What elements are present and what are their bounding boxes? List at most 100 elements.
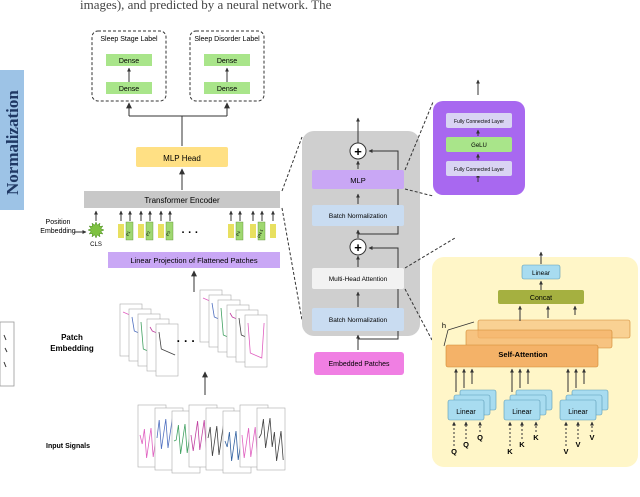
patch-token-4	[235, 221, 244, 241]
patch-token-label-5: PN-1	[256, 228, 264, 239]
transformer-encoder-box	[84, 191, 280, 208]
header-fragment: images), and predicted by a neural netwo…	[80, 0, 332, 12]
position-token-4	[228, 224, 234, 238]
encoder-batchnorm-top-box	[312, 205, 404, 226]
residual-add-bottom-symbol: +	[354, 240, 362, 255]
patch-token-label-4: P4	[235, 230, 242, 237]
linear-projection-box	[108, 252, 280, 268]
heads-h-label: h	[442, 321, 446, 330]
input-v-label-3: V	[589, 433, 594, 442]
head-fork-arrows	[126, 102, 230, 146]
input-q-label-1: Q	[451, 447, 457, 456]
position-token-last	[270, 224, 276, 238]
linear-output-box	[521, 264, 561, 280]
linear-q-label: Linear	[456, 409, 476, 416]
input-k-label-2: K	[519, 440, 525, 449]
position-token-1	[118, 224, 124, 238]
cls-label: CLS	[90, 242, 102, 248]
encoder-mha-label: Multi-Head Attention	[329, 276, 388, 283]
zoom-connector-top	[281, 136, 303, 192]
patch-embedding-cards	[119, 289, 268, 377]
residual-add-bottom	[349, 238, 367, 256]
sidebar-normalization-bar	[0, 70, 24, 210]
patch-token-5	[257, 221, 266, 241]
signal-card-7	[256, 407, 286, 471]
fc-bottom-box	[446, 161, 512, 176]
input-q-label-2: Q	[463, 440, 469, 449]
sleep-disorder-dense-bottom-label: Dense	[217, 86, 237, 93]
linear-k-label: Linear	[512, 409, 532, 416]
signal-card-trace-7	[258, 417, 284, 462]
gelu-box	[446, 137, 512, 152]
self-attention-label: Self-Attention	[498, 350, 548, 359]
encoder-batchnorm-bottom-box	[312, 308, 404, 331]
sleep-disorder-head-box	[189, 30, 265, 102]
input-signals-label: Input Signals	[46, 443, 90, 450]
residual-add-top	[349, 142, 367, 160]
position-token-5	[250, 224, 256, 238]
mlp-head-box	[136, 147, 228, 167]
sidebar-normalization-label: Normalization	[3, 90, 22, 195]
embedded-patches-box	[314, 352, 404, 375]
patch-token-1	[125, 221, 134, 241]
sleep-disorder-label: Sleep Disorder Label	[194, 36, 260, 43]
input-q-label-3: Q	[477, 433, 483, 442]
mlp-head-label: MLP Head	[163, 154, 201, 163]
fc-top-box	[446, 113, 512, 128]
input-v-label-1: V	[563, 447, 568, 456]
sleep-stage-label: Sleep Stage Label	[100, 36, 158, 43]
input-v-label-2: V	[575, 440, 580, 449]
sleep-disorder-dense-bottom	[204, 82, 250, 94]
input-signal-cards	[137, 404, 286, 474]
position-token-3	[158, 224, 164, 238]
linear-output-label: Linear	[532, 270, 551, 277]
position-token-2	[138, 224, 144, 238]
patch-token-label-1: P1	[125, 230, 132, 237]
linear-v-label: Linear	[568, 409, 588, 416]
patch-card-0-4	[155, 323, 179, 377]
patch-card-trace-1-5	[247, 322, 265, 359]
residual-add-top-symbol: +	[354, 144, 362, 159]
linear-k-layer-1	[503, 399, 541, 421]
sleep-stage-dense-top-label: Dense	[119, 58, 139, 65]
patch-token-label-2: P2	[145, 230, 152, 237]
sleep-stage-dense-top	[106, 54, 152, 66]
linear-q-layer-1	[447, 399, 485, 421]
sleep-disorder-dense-top-label: Dense	[217, 58, 237, 65]
patch-card-trace-0-4	[158, 331, 176, 356]
cls-token-icon	[87, 221, 105, 239]
zoom-connector-bottom	[281, 207, 303, 321]
self-attention-stack	[445, 319, 631, 368]
patch-token-label-3: P3	[165, 230, 172, 237]
linear-qkv-stacks: Linear Linear Linear	[447, 368, 609, 421]
token-arrows	[94, 210, 275, 221]
fc-top-label: Fully Connected Layer	[454, 119, 504, 125]
fc-bottom-label: Fully Connected Layer	[454, 167, 504, 173]
sleep-stage-dense-bottom	[106, 82, 152, 94]
sleep-stage-head-box	[91, 30, 167, 102]
encoder-mlp-box	[312, 170, 404, 189]
encoder-batchnorm-top-label: Batch Normalization	[329, 213, 388, 220]
encoder-mlp-label: MLP	[350, 176, 365, 185]
gelu-label: GeLU	[471, 143, 487, 149]
embedded-patches-label: Embedded Patches	[328, 361, 390, 368]
patch-ellipsis: · · ·	[177, 334, 196, 348]
input-k-label-3: K	[533, 433, 539, 442]
input-k-label-1: K	[507, 447, 513, 456]
sidebar-bottom-fragment	[0, 321, 15, 387]
encoder-batchnorm-bottom-label: Batch Normalization	[329, 317, 388, 324]
heads-h-bracket-top	[447, 321, 475, 331]
self-attention-layer-3	[445, 344, 599, 368]
linear-projection-label: Linear Projection of Flattened Patches	[130, 256, 257, 265]
encoder-mha-box	[312, 268, 404, 289]
patch-token-2	[145, 221, 154, 241]
concat-label: Concat	[530, 295, 552, 302]
linear-v-layer-1	[559, 399, 597, 421]
attention-to-concat-arrows	[518, 305, 577, 321]
patch-token-pairs: P1 P2 P3 P4 PN-1	[118, 221, 276, 241]
mlp-zoom-connector-top	[404, 101, 434, 171]
